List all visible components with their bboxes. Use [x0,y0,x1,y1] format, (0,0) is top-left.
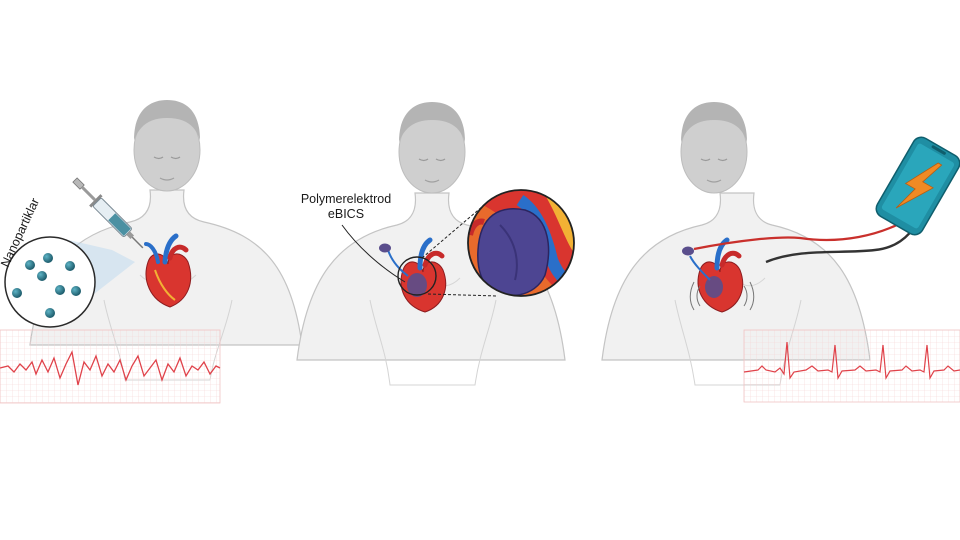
zoomed-heart-view [467,189,575,297]
ecg-waveform-irregular [0,349,221,386]
ecg-strip-left [0,329,221,404]
heart-illustration [400,237,447,313]
polymer-electrode-patch [705,276,723,298]
syringe-icon [72,177,144,249]
nanoparticle-bubble [4,236,96,328]
electrode-pad [682,246,694,256]
label-pointer-line [341,224,406,283]
panel-injection: Nanopartiklar [0,100,303,404]
ecg-waveform-regular [743,341,960,380]
zoom-focus-ring [397,256,437,296]
panel-electrode: Polymerelektrod eBICS [296,102,575,386]
lightning-bolt-icon [895,162,943,209]
heart-illustration [144,233,192,308]
ecg-strip-right [743,329,960,403]
electrode-label-line1: Polymerelektrod [301,192,391,206]
electrode-lead [387,249,409,277]
heart-illustration [697,237,744,313]
heartbeat-motion-lines-right [743,281,755,311]
polymer-electrode-patch [407,273,427,297]
panel-wireless-monitoring [601,102,960,403]
smartphone-icon [875,136,960,236]
heartbeat-motion-lines-left [689,281,701,311]
zoom-line-bottom [427,293,499,297]
wire-red [693,217,911,251]
wire-dark [765,221,920,264]
electrode-label-line2: eBICS [328,207,364,221]
electrode-pad [379,243,391,253]
electrode-lead [689,255,711,281]
